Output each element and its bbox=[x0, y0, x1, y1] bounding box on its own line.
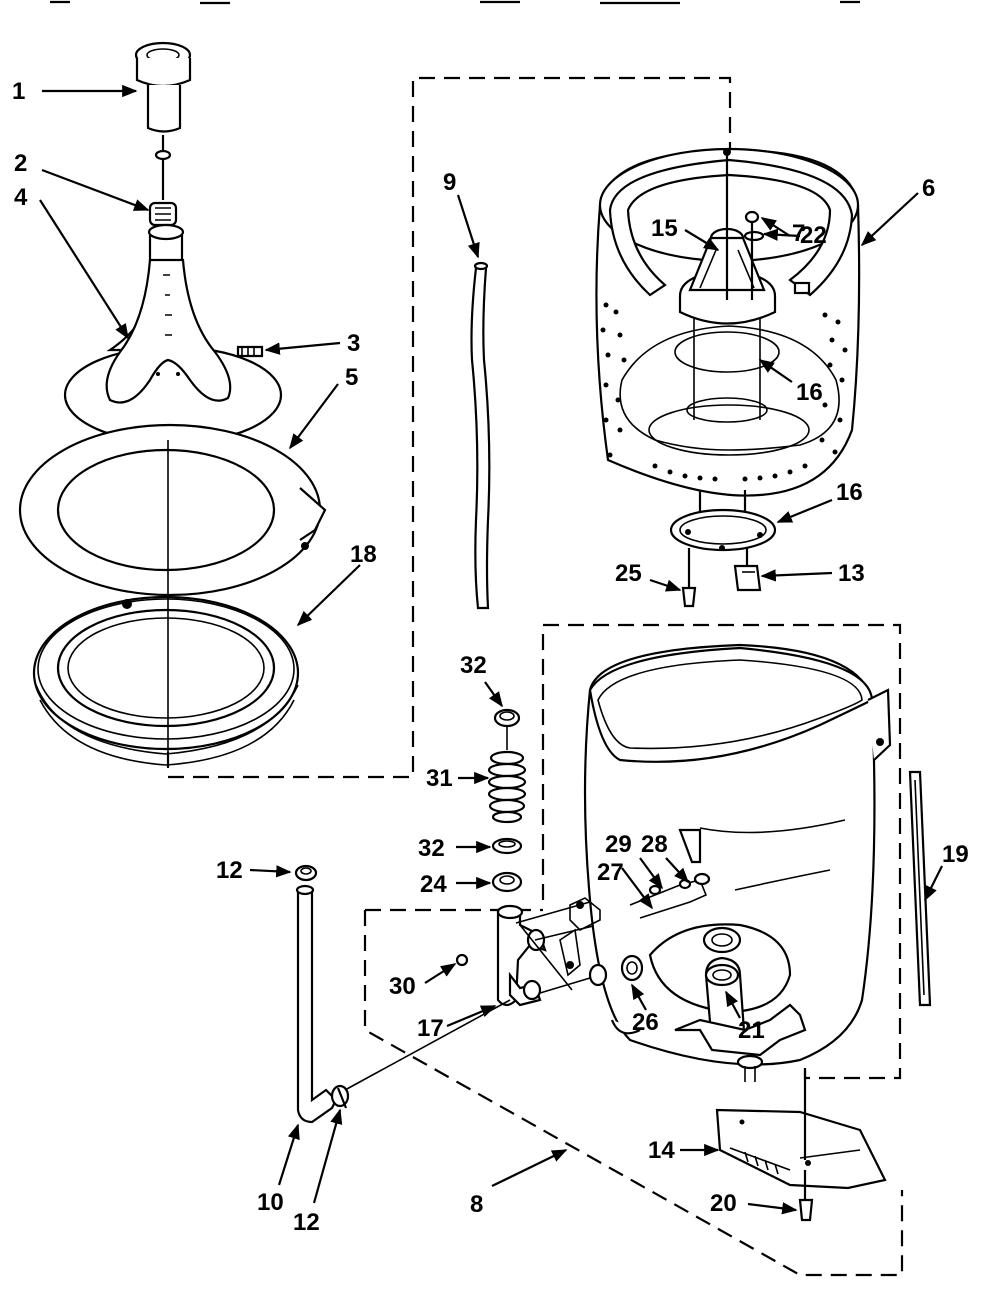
callout-6: 6 bbox=[922, 175, 935, 202]
screw-part-25 bbox=[681, 548, 697, 608]
callout-27: 27 bbox=[597, 859, 624, 886]
callout-30: 30 bbox=[389, 973, 416, 1000]
callout-16-upper: 16 bbox=[796, 379, 823, 406]
screw-part-3 bbox=[236, 345, 264, 358]
callout-26: 26 bbox=[632, 1009, 659, 1036]
callout-labels: 1 2 3 4 5 6 7 8 9 10 12 12 13 14 15 16 1… bbox=[12, 78, 969, 1236]
clamp-part-top bbox=[294, 864, 318, 882]
callout-32-top: 32 bbox=[460, 652, 487, 679]
callout-3: 3 bbox=[347, 330, 360, 357]
callout-25: 25 bbox=[615, 560, 642, 587]
agitator-cap-part bbox=[134, 41, 192, 161]
clip-part-13 bbox=[733, 548, 762, 592]
outer-tub-part bbox=[559, 643, 892, 1082]
cam-part bbox=[148, 160, 178, 227]
callout-10: 10 bbox=[257, 1189, 284, 1216]
screw-part-20 bbox=[798, 1170, 814, 1222]
seal-stack-part bbox=[487, 708, 527, 893]
callout-15: 15 bbox=[651, 215, 678, 242]
agitator-part bbox=[63, 223, 283, 445]
drain-hose-part bbox=[295, 884, 338, 1124]
callout-2: 2 bbox=[14, 150, 27, 177]
strip-part-19 bbox=[908, 770, 932, 1007]
callout-16-lower: 16 bbox=[836, 479, 863, 506]
callout-17: 17 bbox=[417, 1015, 444, 1042]
callout-14: 14 bbox=[648, 1137, 675, 1164]
shield-part-14 bbox=[715, 1068, 887, 1190]
callout-22: 22 bbox=[800, 222, 827, 249]
basket-perforations bbox=[600, 302, 848, 482]
callout-29: 29 bbox=[605, 831, 632, 858]
callout-31: 31 bbox=[426, 765, 453, 792]
callout-21: 21 bbox=[738, 1017, 765, 1044]
drive-ring-part bbox=[669, 490, 777, 552]
callout-5: 5 bbox=[345, 364, 358, 391]
pump-valve-part bbox=[455, 904, 547, 1007]
callout-13: 13 bbox=[838, 560, 865, 587]
callout-4: 4 bbox=[14, 184, 28, 211]
callout-12-top: 12 bbox=[216, 857, 243, 884]
callout-19: 19 bbox=[942, 841, 969, 868]
tub-ring-part bbox=[18, 423, 327, 597]
gasket-ring-part bbox=[32, 595, 300, 766]
callout-28: 28 bbox=[641, 831, 668, 858]
callout-8: 8 bbox=[470, 1191, 483, 1218]
leader-lines bbox=[39, 84, 943, 1215]
top-edge-marks bbox=[50, 0, 860, 5]
clamp-part-bottom bbox=[330, 1084, 350, 1109]
callout-7: 7 bbox=[792, 220, 805, 247]
group-outline-pump bbox=[363, 910, 904, 1277]
callout-18: 18 bbox=[350, 541, 377, 568]
basket-part bbox=[595, 147, 861, 497]
callout-12-bottom: 12 bbox=[293, 1209, 320, 1236]
hose-connection-line bbox=[344, 999, 511, 1091]
callout-24: 24 bbox=[420, 871, 447, 898]
callout-20: 20 bbox=[710, 1190, 737, 1217]
callout-9: 9 bbox=[443, 169, 456, 196]
callout-1: 1 bbox=[12, 78, 25, 105]
hose-part bbox=[470, 261, 491, 610]
callout-32-mid: 32 bbox=[418, 835, 445, 862]
